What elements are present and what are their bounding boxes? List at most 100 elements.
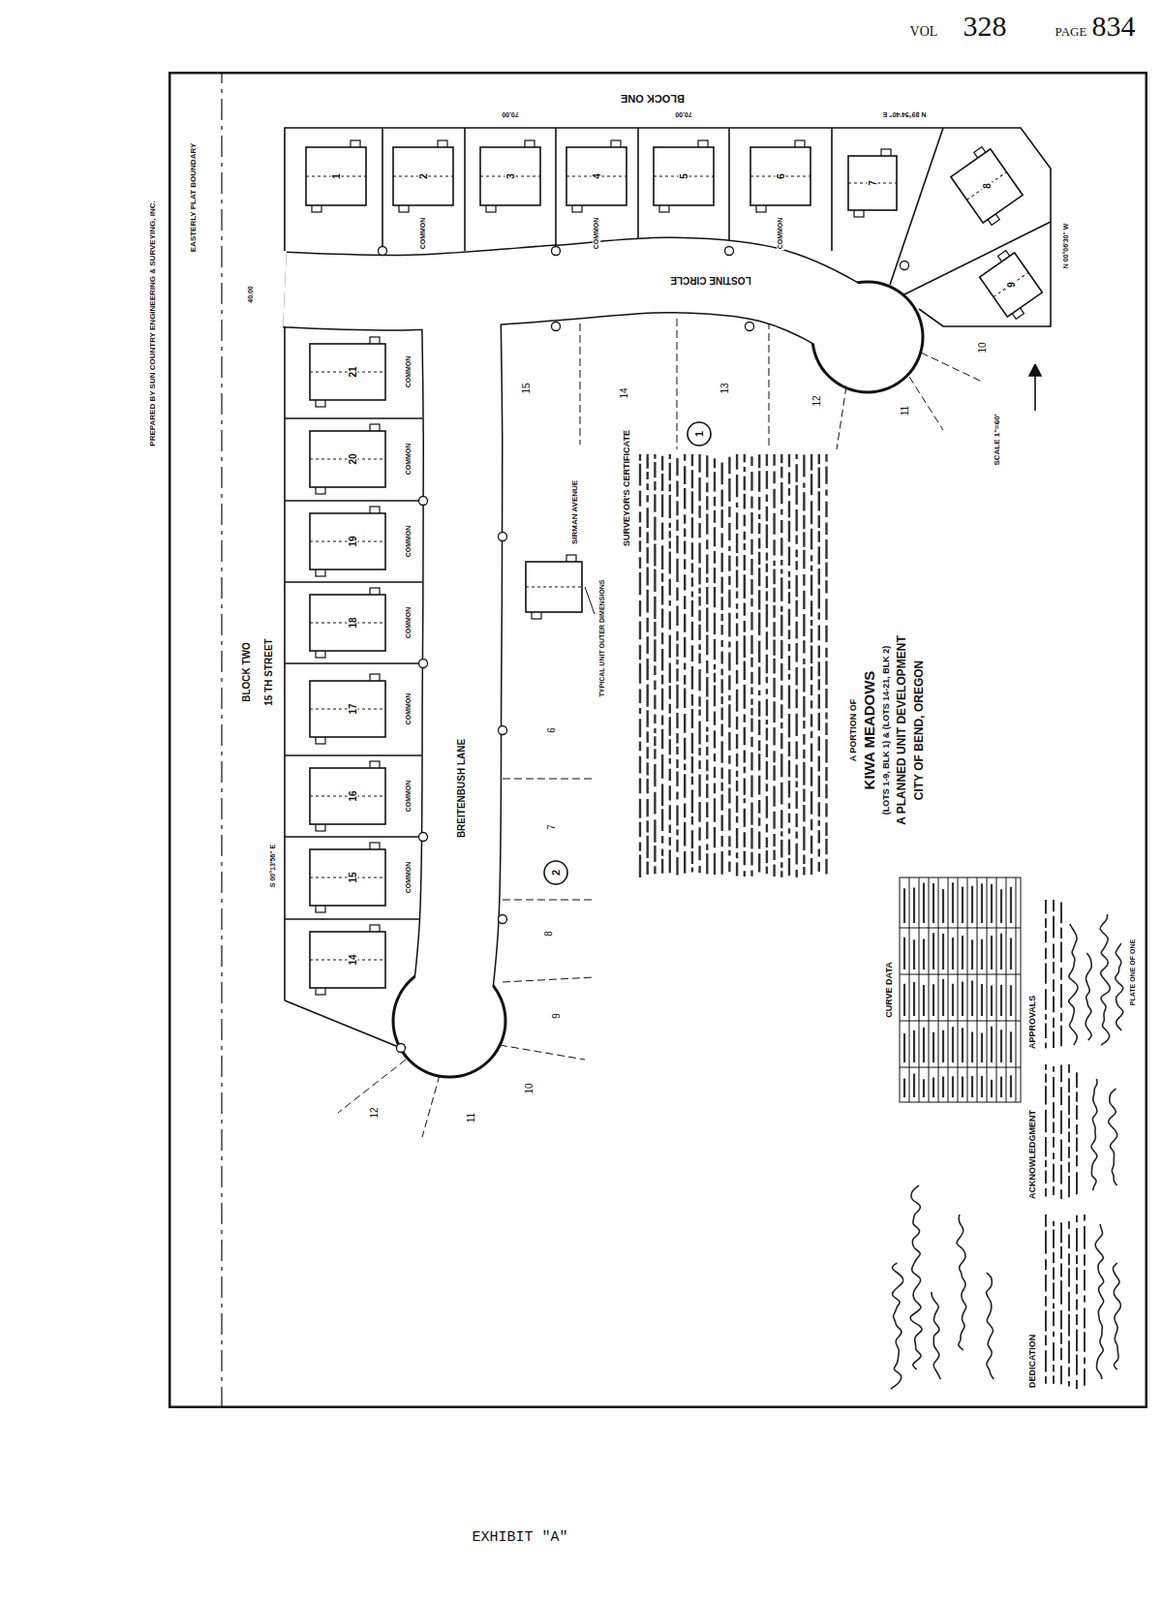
boundary-label: 15 TH STREET xyxy=(263,637,275,706)
party-wall xyxy=(525,586,582,588)
table-rule xyxy=(899,1067,1021,1069)
detail-note: TYPICAL UNIT OUTER DIMENSIONS xyxy=(598,579,607,699)
cul-de-sac-surface xyxy=(814,283,922,392)
future-lot-number: 7 xyxy=(546,823,557,831)
future-lot-number: 12 xyxy=(811,394,823,407)
unit-footprint xyxy=(848,149,897,217)
unit-footprint xyxy=(976,246,1047,323)
unit-footprint xyxy=(566,140,627,213)
monument-marker xyxy=(900,261,910,271)
title-line: A PLANNED UNIT DEVELOPMENT xyxy=(895,634,909,826)
unit-outline xyxy=(309,594,386,651)
table-rule xyxy=(909,877,911,1102)
dimension-label: N 00°06'30" W xyxy=(1062,222,1071,271)
rotated-plat: KIWA MEADOWSA PORTION OF(LOTS 1-9, BLK 1… xyxy=(168,71,1148,1408)
street-surface xyxy=(449,289,463,1021)
future-lot-line xyxy=(836,386,847,450)
record-stamp: 834 xyxy=(1091,9,1137,42)
lot-line xyxy=(728,127,731,251)
lot-line xyxy=(381,127,384,251)
street-surface xyxy=(284,275,868,337)
section-heading: SURVEYOR'S CERTIFICATE xyxy=(622,428,633,548)
record-stamp: 328 xyxy=(962,9,1009,42)
future-lot-number: 14 xyxy=(618,386,630,399)
handwritten-signature xyxy=(1091,1078,1098,1191)
monument-marker xyxy=(498,726,508,735)
dimension-label: 40.00 xyxy=(246,284,255,305)
future-lot-number: 10 xyxy=(523,1081,535,1095)
lot-number: 2 xyxy=(418,172,429,181)
lot-line xyxy=(830,127,833,251)
common-area-label: COMMON xyxy=(404,606,413,641)
handwritten-signature xyxy=(890,1262,904,1389)
plat-title: KIWA MEADOWS xyxy=(861,670,879,792)
unit-outline xyxy=(309,513,386,570)
acknowledgment-text xyxy=(1045,1064,1077,1199)
monument-marker xyxy=(419,659,429,669)
future-lot-number: 10 xyxy=(977,340,988,354)
future-lot-line xyxy=(580,323,581,445)
plat-sheet: KIWA MEADOWSA PORTION OF(LOTS 1-9, BLK 1… xyxy=(168,71,1148,1408)
future-lot-line xyxy=(499,1044,585,1060)
street-centerline xyxy=(220,71,222,1408)
lot-number: 19 xyxy=(347,534,359,548)
monument-marker xyxy=(725,246,734,256)
unit-outline xyxy=(848,155,897,211)
lot-line xyxy=(284,662,423,665)
future-lot-line xyxy=(337,1059,406,1113)
scale-note: SCALE 1"=60' xyxy=(993,412,1003,466)
handwritten-signature xyxy=(1100,914,1110,1045)
unit-footprint xyxy=(393,140,454,213)
monument-marker xyxy=(419,832,429,842)
unit-footprint xyxy=(305,140,367,213)
common-area-label: COMMON xyxy=(592,216,601,251)
monument-marker xyxy=(498,915,508,924)
unit-outline xyxy=(309,849,386,906)
handwritten-signature xyxy=(1069,923,1078,1045)
monuments xyxy=(378,246,910,1053)
future-lot-line xyxy=(920,352,982,382)
title-line: CITY OF BEND, OREGON xyxy=(913,659,926,801)
street-name: LOSTINE CIRCLE xyxy=(669,275,752,286)
lot-number: 7 xyxy=(867,179,879,187)
unit-footprint xyxy=(947,143,1027,229)
unit-outline xyxy=(305,147,367,206)
unit-outline xyxy=(566,147,627,206)
table-rule xyxy=(1015,877,1017,1102)
dimension-label: 70.00 xyxy=(500,110,520,119)
common-area-label: COMMON xyxy=(404,442,413,477)
boundary-label: EASTERLY PLAT BOUNDARY xyxy=(189,142,199,253)
monument-marker xyxy=(397,1043,406,1053)
boundary-label: BLOCK TWO xyxy=(241,641,252,704)
dwelling-units xyxy=(305,140,1046,995)
table-rule xyxy=(977,877,979,1102)
arrow-shaft xyxy=(1034,371,1037,411)
table-rule xyxy=(947,877,949,1102)
north-arrow xyxy=(1029,364,1041,411)
section-heading: PLATE ONE OF ONE xyxy=(1129,938,1137,1007)
lot-line xyxy=(284,499,423,502)
future-lot-number: 13 xyxy=(719,381,731,395)
lot-line xyxy=(637,127,640,251)
lot-number: 1 xyxy=(331,172,342,181)
future-lot-number: 11 xyxy=(465,1111,477,1124)
unit-outline xyxy=(979,252,1043,317)
monument-marker xyxy=(745,322,755,332)
table-rule xyxy=(938,877,940,1102)
lot-number: 6 xyxy=(775,172,787,181)
monument-marker xyxy=(378,246,388,256)
street-name: SIRMAN AVENUE xyxy=(571,479,581,546)
unit-footprint xyxy=(309,842,386,913)
lot-line xyxy=(284,1000,401,1048)
callout-number: 2 xyxy=(550,868,562,877)
unit-outline xyxy=(309,767,386,825)
common-area-label: COMMON xyxy=(404,692,413,727)
callout-circle xyxy=(544,860,568,885)
lot-lines xyxy=(284,127,1051,1048)
lot-line xyxy=(284,835,423,838)
future-lot-number: 15 xyxy=(520,381,532,395)
lot-number: 18 xyxy=(347,615,359,629)
street-name: BREITENBUSH LANE xyxy=(456,737,467,839)
unit-outline xyxy=(525,561,582,612)
